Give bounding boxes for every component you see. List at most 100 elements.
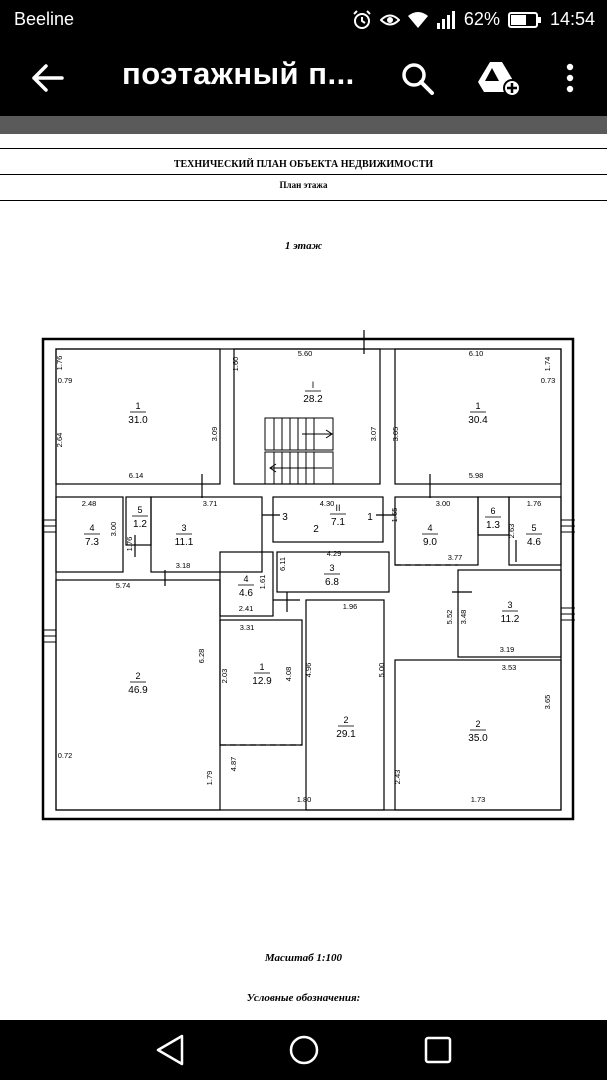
dimension-value: 4.29 <box>327 549 342 558</box>
dimension-value: 1.74 <box>543 357 552 372</box>
dimension-value: 3.09 <box>210 427 219 442</box>
scale-label: Масштаб 1:100 <box>264 952 343 964</box>
room-number: 5 <box>531 523 536 533</box>
dimension-value: 3.18 <box>176 561 191 570</box>
door-number: 3 <box>282 512 288 523</box>
room-area: 4.6 <box>527 537 541 548</box>
room-area: 11.1 <box>175 537 194 548</box>
dimension-value: 3.05 <box>391 427 400 442</box>
dimension-value: 6.28 <box>197 649 206 664</box>
eye-icon <box>379 14 400 25</box>
header-line <box>0 174 607 175</box>
dimension-value: 5.00 <box>377 663 386 678</box>
room-outline <box>55 348 221 485</box>
add-to-drive-icon[interactable] <box>476 58 522 98</box>
dimension-value: 1.76 <box>125 537 134 552</box>
room-outline <box>233 348 381 485</box>
dimension-value: 3.07 <box>369 427 378 442</box>
search-icon[interactable] <box>398 60 438 96</box>
dimension-value: 3.65 <box>543 695 552 710</box>
dimension-value: 0.73 <box>541 376 556 385</box>
dimension-value: 2.03 <box>220 669 229 684</box>
room-number: 4 <box>427 523 432 533</box>
header-line <box>0 200 607 201</box>
dimension-value: 3.48 <box>459 610 468 625</box>
room-outline <box>508 496 562 566</box>
header-line <box>0 148 607 149</box>
room-number: 5 <box>137 505 142 515</box>
room-number: 1 <box>135 401 140 411</box>
alarm-icon <box>353 9 371 29</box>
dimension-value: 1.79 <box>205 771 214 786</box>
room-area: 7.1 <box>331 517 345 528</box>
dimension-value: 1.76 <box>527 499 542 508</box>
dimension-value: 4.87 <box>229 757 238 772</box>
dimension-value: 2.63 <box>507 524 516 539</box>
dimension-value: 6.14 <box>129 471 144 480</box>
document-page[interactable]: ТЕХНИЧЕСКИЙ ПЛАН ОБЪЕКТА НЕДВИЖИМОСТИ Пл… <box>0 134 607 1020</box>
room-number: II <box>335 503 340 513</box>
room-number: 3 <box>329 563 334 573</box>
dimension-value: 4.96 <box>304 663 313 678</box>
room-area: 35.0 <box>468 733 488 744</box>
room-outline <box>272 496 384 543</box>
room-area: 46.9 <box>128 685 148 696</box>
dimension-value: 2.41 <box>239 604 254 613</box>
dimension-value: 4.08 <box>284 667 293 682</box>
room-area: 1.2 <box>133 519 147 530</box>
battery-percent: 62% <box>463 9 500 29</box>
room-area: 1.3 <box>486 520 500 531</box>
room-number: 6 <box>490 506 495 516</box>
dimension-value: 2.48 <box>82 499 97 508</box>
dimension-value: 3.00 <box>109 522 118 537</box>
door-marks <box>134 330 517 612</box>
door-number-labels: 321 <box>282 512 373 535</box>
room-area: 29.1 <box>336 729 356 740</box>
dimension-value: 6.11 <box>278 557 287 571</box>
room-number: 2 <box>343 715 348 725</box>
header-title: ТЕХНИЧЕСКИЙ ПЛАН ОБЪЕКТА НЕДВИЖИМОСТИ <box>173 159 434 170</box>
dimension-value: 0.79 <box>58 376 73 385</box>
room-number: 1 <box>475 401 480 411</box>
dimension-value: 1.61 <box>258 575 267 590</box>
room-area: 4.6 <box>239 588 253 599</box>
legend-label: Условные обозначения: <box>246 992 361 1004</box>
dimension-value: 3.00 <box>436 499 451 508</box>
room-area: 28.2 <box>303 394 323 405</box>
more-options-icon[interactable] <box>556 60 584 96</box>
room-outline <box>394 348 562 485</box>
room-outline <box>394 659 562 811</box>
dimension-value: 3.77 <box>448 553 463 562</box>
dimension-value: 4.30 <box>320 499 335 508</box>
dimension-value: 5.52 <box>445 610 454 625</box>
header-subtitle: План этажа <box>279 180 328 190</box>
back-arrow-icon[interactable] <box>28 60 68 96</box>
room-number: 4 <box>89 523 94 533</box>
nav-home-icon[interactable] <box>284 1032 324 1068</box>
floor-label: 1 этаж <box>284 240 323 252</box>
dimension-value: 1.60 <box>231 357 240 372</box>
document-title: поэтажный п... <box>122 56 355 91</box>
battery-icon <box>507 11 541 28</box>
dimension-value: 6.10 <box>469 349 484 358</box>
nav-recents-icon[interactable] <box>418 1032 458 1068</box>
dimension-value: 0.72 <box>58 751 73 760</box>
status-bar: Beeline 62% 14:54 <box>0 0 607 40</box>
app-bar: поэтажный п... <box>0 40 607 116</box>
nav-back-icon[interactable] <box>150 1032 190 1068</box>
carrier-name: Beeline <box>14 9 75 29</box>
dimension-value: 2.64 <box>55 433 64 448</box>
dimension-value: 1.65 <box>390 508 399 523</box>
room-number: 2 <box>475 719 480 729</box>
room-area: 30.4 <box>468 415 488 426</box>
signal-icon <box>436 10 455 29</box>
stairs <box>264 417 334 485</box>
room-number: I <box>312 380 315 390</box>
room-number: 3 <box>507 600 512 610</box>
room-number: 4 <box>243 574 248 584</box>
status-icons: 62% 14:54 <box>352 9 595 30</box>
room-area: 31.0 <box>128 415 148 426</box>
